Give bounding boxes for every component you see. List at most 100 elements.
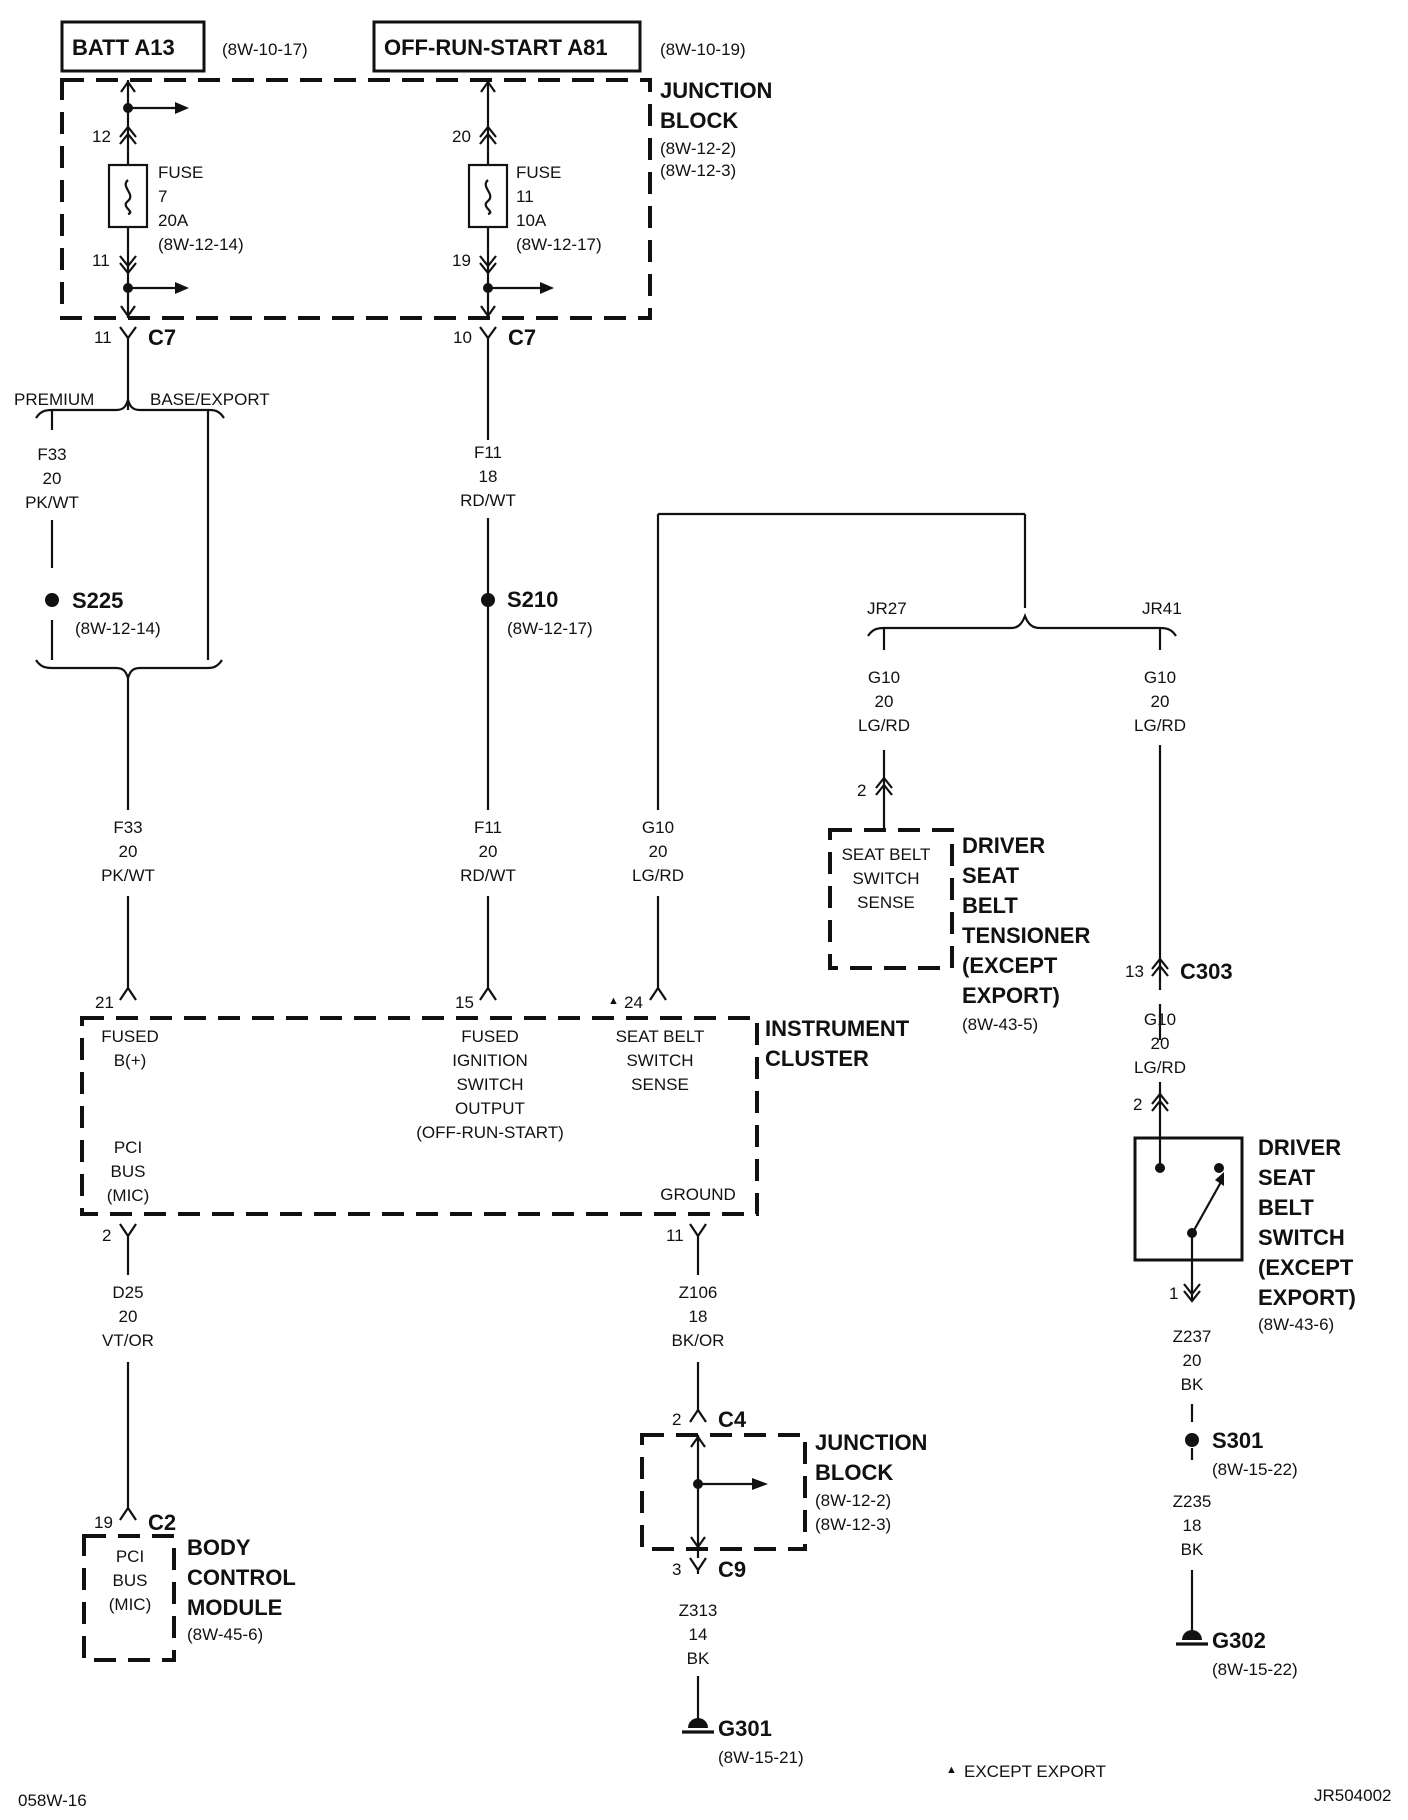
cluster-pin-pci: 2 xyxy=(102,1226,111,1245)
g301-ground-symbol xyxy=(682,1718,714,1734)
cluster-fused-b-2: B(+) xyxy=(114,1051,147,1070)
wire-g10-tensioner-gauge: 20 xyxy=(875,692,894,711)
wire-z313-color: BK xyxy=(687,1649,710,1668)
wire-g10-switch-gauge: 20 xyxy=(1151,1034,1170,1053)
wire-g10-jr41-color: LG/RD xyxy=(1134,716,1186,735)
wire-z313-code: Z313 xyxy=(679,1601,718,1620)
tensioner-title-1: DRIVER xyxy=(962,833,1045,858)
cluster-ign-5: (OFF-RUN-START) xyxy=(416,1123,564,1142)
ors-source-ref: (8W-10-19) xyxy=(660,40,746,59)
fuse-11-ref: (8W-12-17) xyxy=(516,235,602,254)
wire-d25-gauge: 20 xyxy=(119,1307,138,1326)
wire-f33-a-gauge: 20 xyxy=(43,469,62,488)
g301-name: G301 xyxy=(718,1716,772,1741)
ors-source-label: OFF-RUN-START A81 xyxy=(384,35,608,60)
wire-d25-color: VT/OR xyxy=(102,1331,154,1350)
g301-ref: (8W-15-21) xyxy=(718,1748,804,1767)
belt-switch-title-4: SWITCH xyxy=(1258,1225,1345,1250)
cluster-pin-ground: 11 xyxy=(666,1226,684,1245)
wire-g10-tensioner-color: LG/RD xyxy=(858,716,910,735)
junction-block-top-title-1: JUNCTION xyxy=(660,78,772,103)
cluster-ign-2: IGNITION xyxy=(452,1051,528,1070)
wire-z106-code: Z106 xyxy=(679,1283,718,1302)
jb-bottom-c9-pin: 3 xyxy=(672,1560,681,1579)
cluster-ign-3: SWITCH xyxy=(456,1075,523,1094)
cluster-marker: ▲ xyxy=(608,995,619,1007)
jr27-label: JR27 xyxy=(867,599,907,618)
wire-z313-gauge: 14 xyxy=(689,1625,708,1644)
belt-switch-contacts xyxy=(1155,1135,1224,1303)
jb-bottom-title-2: BLOCK xyxy=(815,1460,893,1485)
s225-splice-dot xyxy=(45,593,59,607)
wire-z237-gauge: 20 xyxy=(1183,1351,1202,1370)
junction-block-top-ref-2: (8W-12-3) xyxy=(660,161,736,180)
belt-switch-wire xyxy=(1151,1082,1169,1135)
cluster-title-1: INSTRUMENT xyxy=(765,1016,910,1041)
bcm-title-2: CONTROL xyxy=(187,1565,296,1590)
c7-right-name: C7 xyxy=(508,325,536,350)
wire-z106-color: BK/OR xyxy=(672,1331,725,1350)
jb-bottom-c4-pin: 2 xyxy=(672,1410,681,1429)
wire-g10-jr41-gauge: 20 xyxy=(1151,692,1170,711)
bcm-pin: 19 xyxy=(94,1513,113,1532)
jr-branch xyxy=(867,612,1177,650)
g302-name: G302 xyxy=(1212,1628,1266,1653)
wire-z235-gauge: 18 xyxy=(1183,1516,1202,1535)
c7-right-connector xyxy=(479,326,497,440)
junction-block-bottom-outline xyxy=(640,1433,807,1551)
belt-switch-ref: (8W-43-6) xyxy=(1258,1315,1334,1334)
jb-bottom-ref-1: (8W-12-2) xyxy=(815,1491,891,1510)
batt-source-box xyxy=(60,20,206,73)
bcm-pci-1: PCI xyxy=(116,1547,144,1566)
bcm-title-3: MODULE xyxy=(187,1595,282,1620)
corner-left-code: 058W-16 xyxy=(18,1791,87,1810)
tensioner-outline xyxy=(828,828,954,970)
wire-f11-b-gauge: 20 xyxy=(479,842,498,861)
wire-g10-cluster-gauge: 20 xyxy=(649,842,668,861)
junction-block-top-outline xyxy=(60,78,652,320)
wire-f33-a-color: PK/WT xyxy=(25,493,79,512)
fuse-7-circuit xyxy=(107,80,189,318)
tensioner-title-5: (EXCEPT xyxy=(962,953,1058,978)
wire-f11-a-color: RD/WT xyxy=(460,491,516,510)
wire-g10-tensioner-code: G10 xyxy=(868,668,900,687)
cluster-seat-1: SEAT BELT xyxy=(616,1027,705,1046)
s301-name: S301 xyxy=(1212,1428,1263,1453)
wire-f11-a-gauge: 18 xyxy=(479,467,498,486)
wire-z106-path xyxy=(689,1223,707,1423)
s225-name: S225 xyxy=(72,588,123,613)
wire-g10-cluster-path xyxy=(649,512,1027,1001)
tensioner-title-2: SEAT xyxy=(962,863,1020,888)
wire-f11-b-color: RD/WT xyxy=(460,866,516,885)
wire-f11-b-code: F11 xyxy=(474,818,502,837)
belt-switch-title-5: (EXCEPT xyxy=(1258,1255,1354,1280)
wire-f33-b-color: PK/WT xyxy=(101,866,155,885)
cluster-fused-b-1: FUSED xyxy=(101,1027,159,1046)
jr41-label: JR41 xyxy=(1142,599,1182,618)
g302-ground-symbol xyxy=(1176,1630,1208,1646)
cluster-title-2: CLUSTER xyxy=(765,1046,869,1071)
tensioner-wire xyxy=(875,750,893,830)
s210-splice-dot xyxy=(481,593,495,607)
junction-block-bottom-wiring xyxy=(689,1435,768,1574)
belt-switch-title-2: SEAT xyxy=(1258,1165,1316,1190)
cluster-ground: GROUND xyxy=(660,1185,736,1204)
wire-z235-color: BK xyxy=(1181,1540,1204,1559)
c7-left-name: C7 xyxy=(148,325,176,350)
jb-bottom-c4: C4 xyxy=(718,1407,747,1432)
option-split-top xyxy=(35,396,225,660)
fuse-11-rating: 10A xyxy=(516,211,547,230)
wire-d25-path xyxy=(119,1223,137,1521)
fuse-11-in-pin: 20 xyxy=(452,127,471,146)
tensioner-pin: 2 xyxy=(857,781,866,800)
bcm-outline xyxy=(82,1534,176,1662)
belt-switch-out-pin: 1 xyxy=(1169,1284,1178,1303)
wire-g10-switch-code: G10 xyxy=(1144,1010,1176,1029)
wire-f33-b-code: F33 xyxy=(113,818,142,837)
fuse-7-label: FUSE xyxy=(158,163,203,182)
cluster-pci-1: PCI xyxy=(114,1138,142,1157)
fuse-11-out-pin: 19 xyxy=(452,251,471,270)
belt-switch-title-1: DRIVER xyxy=(1258,1135,1341,1160)
wire-d25-code: D25 xyxy=(112,1283,143,1302)
